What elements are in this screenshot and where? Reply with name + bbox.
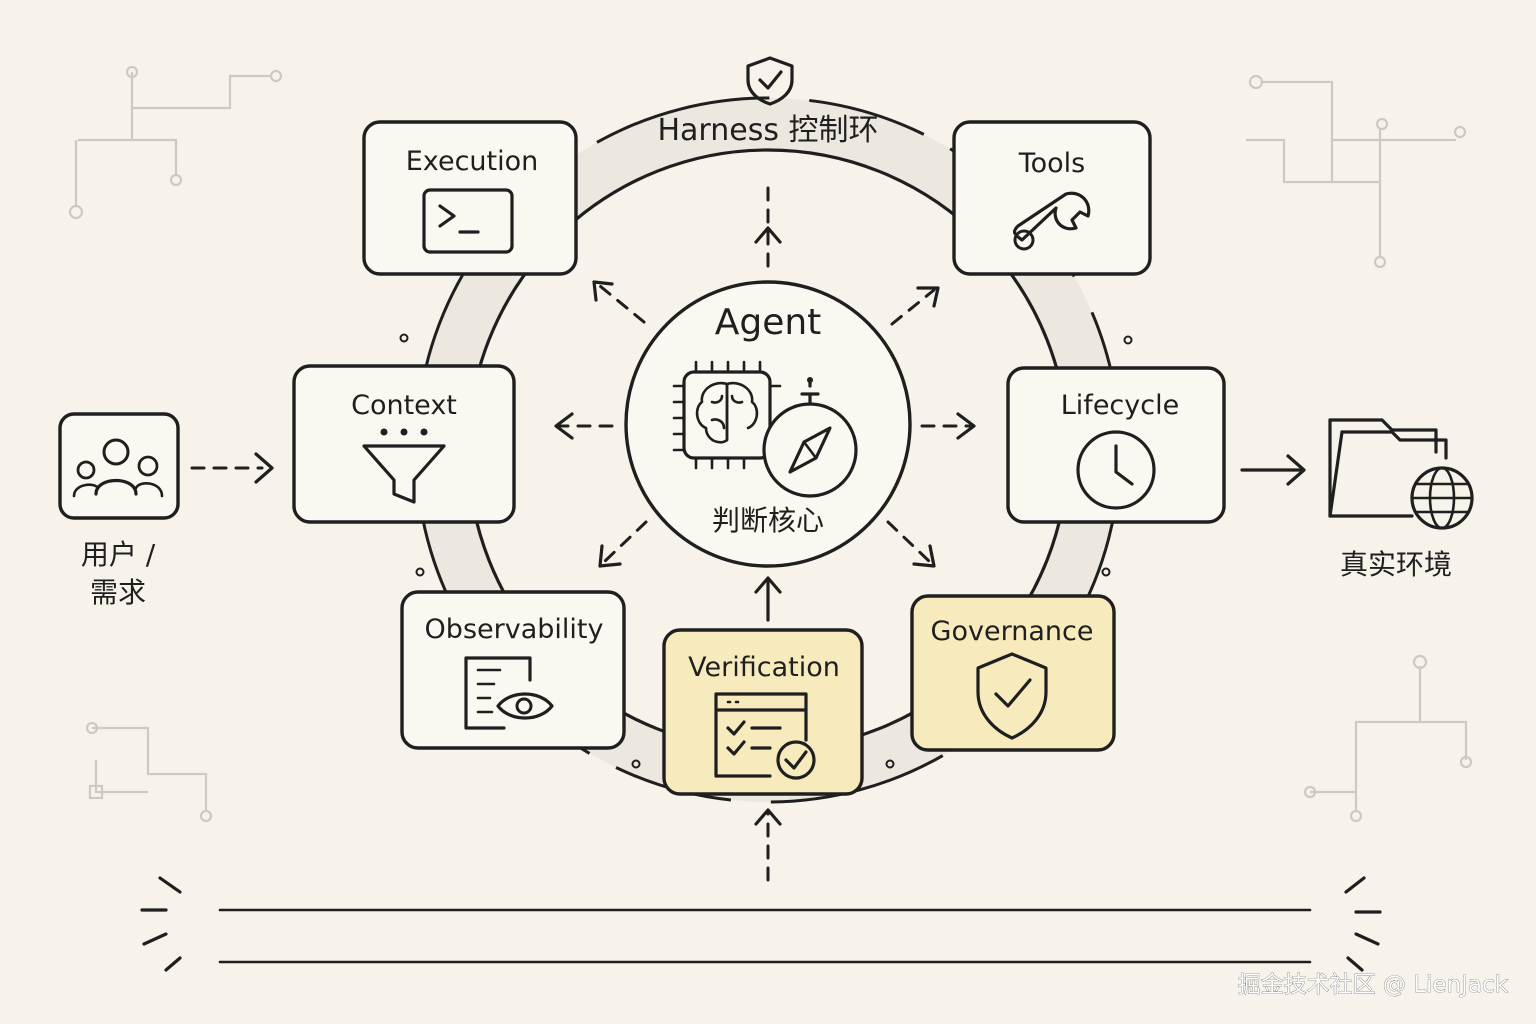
module-execution[interactable]: Execution (362, 120, 578, 276)
circuit-decoration-bottom-left (85, 721, 213, 823)
module-tools-label: Tools (1018, 148, 1086, 179)
environment-label: 真实环境 (1340, 548, 1452, 581)
module-context-label: Context (351, 390, 457, 421)
module-observability-label: Observability (425, 614, 604, 645)
lifecycle-to-environment-arrow (1240, 454, 1306, 486)
ring-title: Harness 控制环 (657, 113, 878, 148)
clock-icon (1076, 430, 1156, 510)
user-node: 用户 / 需求 (58, 412, 180, 609)
funnel-icon (362, 428, 446, 504)
bottom-rails (140, 876, 1382, 972)
user-label-line1: 用户 / (81, 538, 156, 571)
brain-chip-icon (672, 360, 782, 470)
module-execution-label: Execution (406, 146, 539, 177)
wrench-icon (1012, 191, 1091, 251)
module-governance-label: Governance (931, 616, 1094, 647)
circuit-decoration-top-left (68, 65, 283, 220)
log-eye-icon (464, 656, 554, 730)
module-context[interactable]: Context (292, 364, 516, 524)
agent-arrows (554, 178, 976, 882)
agent-title: Agent (715, 302, 822, 343)
users-icon (72, 438, 164, 498)
ring-shield-icon (746, 56, 794, 106)
module-verification[interactable]: Verification (662, 628, 864, 796)
agent-core: Agent 判断核心 (624, 280, 912, 568)
module-lifecycle-label: Lifecycle (1061, 390, 1179, 421)
module-verification-label: Verification (688, 652, 840, 683)
module-lifecycle[interactable]: Lifecycle (1006, 366, 1226, 524)
compass-icon (762, 377, 858, 498)
module-tools[interactable]: Tools (952, 120, 1152, 276)
terminal-icon (422, 188, 514, 254)
checklist-icon (714, 692, 816, 780)
folder-globe-icon (1328, 418, 1474, 530)
watermark: 掘金技术社区 @ LienJack (1238, 972, 1509, 998)
user-label-line2: 需求 (90, 576, 146, 609)
module-governance[interactable]: Governance (910, 594, 1116, 752)
circuit-decoration-top-right (1246, 74, 1467, 269)
shield-check-icon (976, 652, 1048, 740)
module-observability[interactable]: Observability (400, 590, 626, 750)
user-to-context-arrow (190, 452, 274, 484)
agent-subtitle: 判断核心 (712, 504, 824, 537)
circuit-decoration-bottom-right (1303, 654, 1473, 823)
environment-node: 真实环境 (1328, 418, 1474, 581)
